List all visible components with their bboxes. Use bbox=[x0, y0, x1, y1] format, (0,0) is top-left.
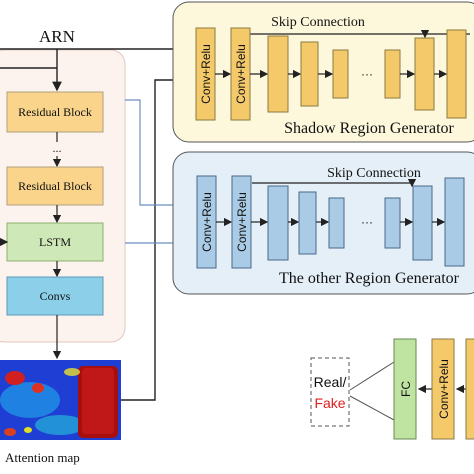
residual-block-2 bbox=[6, 166, 104, 206]
shadow-enc-3 bbox=[332, 49, 349, 99]
other-enc-3 bbox=[328, 197, 345, 249]
other-enc-2 bbox=[298, 191, 317, 255]
attention-map-image bbox=[0, 360, 121, 440]
shadow-ellipsis: ··· bbox=[361, 67, 373, 81]
shadow-conv-2-label: Conv+Relu bbox=[234, 44, 248, 104]
other-enc-1 bbox=[267, 185, 289, 261]
disc-conv-block bbox=[431, 338, 455, 440]
fc-output-line-1 bbox=[349, 361, 395, 391]
residual-block-1-label: Residual Block bbox=[18, 105, 92, 119]
shadow-enc-1 bbox=[267, 35, 289, 113]
lstm-label: LSTM bbox=[39, 235, 71, 249]
fc-block bbox=[393, 338, 417, 440]
other-dec-2 bbox=[412, 185, 433, 261]
shadow-skip-label: Skip Connection bbox=[271, 15, 365, 30]
shadow-dec-3 bbox=[446, 29, 467, 119]
disc-conv-label: Conv+Relu bbox=[437, 359, 451, 419]
residual-block-2-label: Residual Block bbox=[18, 179, 92, 193]
other-conv-1-label: Conv+Relu bbox=[200, 192, 214, 252]
shadow-dec-1 bbox=[384, 49, 401, 99]
attention-to-shadow-arrow bbox=[121, 75, 187, 401]
real-label: Real/ bbox=[314, 374, 347, 390]
convs-block bbox=[6, 276, 104, 316]
residual-block-1 bbox=[6, 91, 104, 133]
real-fake-box bbox=[310, 357, 350, 427]
fake-label: Fake bbox=[314, 395, 345, 411]
shadow-generator-title: Shadow Region Generator bbox=[284, 120, 454, 137]
other-dec-3 bbox=[444, 177, 465, 267]
lstm-block bbox=[6, 222, 104, 262]
fc-label: FC bbox=[399, 381, 413, 397]
arn-label: ARN bbox=[39, 27, 75, 46]
other-dec-1 bbox=[384, 197, 401, 249]
attention-map-label: Attention map bbox=[5, 450, 80, 465]
shadow-conv-1-label: Conv+Relu bbox=[199, 44, 213, 104]
other-conv-2-label: Conv+Relu bbox=[235, 192, 249, 252]
shadow-enc-2 bbox=[300, 41, 319, 107]
fc-output-line-2 bbox=[349, 395, 395, 421]
disc-conv-block-2 bbox=[465, 338, 474, 440]
feed-line-1 bbox=[125, 99, 186, 210]
convs-label: Convs bbox=[40, 289, 71, 303]
other-ellipsis: ··· bbox=[361, 215, 373, 229]
shadow-dec-2 bbox=[414, 37, 435, 111]
other-generator-title: The other Region Generator bbox=[279, 270, 460, 287]
other-skip-label: Skip Connection bbox=[327, 166, 421, 181]
dots-label: ... bbox=[53, 141, 62, 155]
